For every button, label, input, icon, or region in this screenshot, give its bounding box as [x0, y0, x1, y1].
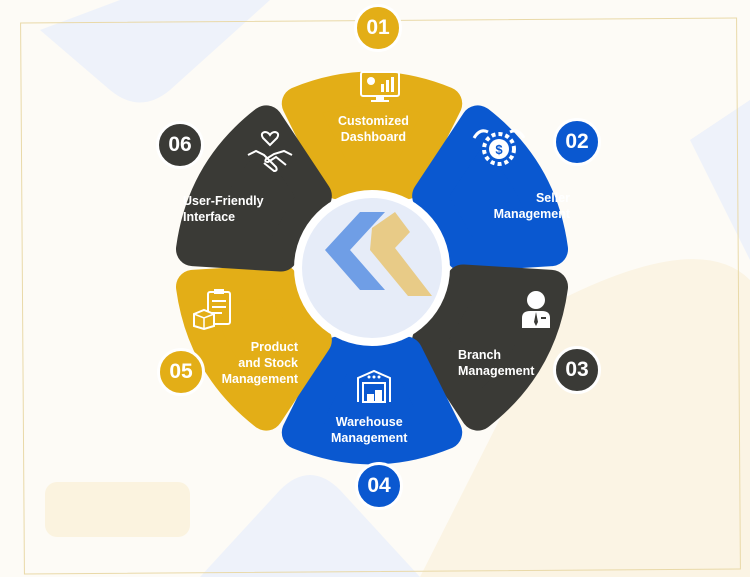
- svg-text:$: $: [495, 142, 503, 157]
- petal-01: [281, 71, 463, 200]
- dashboard-monitor-icon: [360, 71, 400, 102]
- warehouse-icon: [357, 369, 391, 403]
- petal-05: [175, 264, 332, 431]
- handshake-heart-icon: [247, 130, 293, 173]
- step-number-04: 04: [355, 462, 403, 510]
- step-number-03: 03: [553, 346, 601, 394]
- step-number-05: 05: [157, 348, 205, 396]
- step-number-01: 01: [354, 4, 402, 52]
- manager-person-icon: [522, 291, 550, 328]
- petal-06: [175, 105, 332, 272]
- clipboard-box-icon: [193, 289, 231, 330]
- petal-03: [412, 264, 569, 431]
- gear-dollar-icon: $: [472, 129, 526, 166]
- step-number-06: 06: [156, 121, 204, 169]
- logo-icon: [325, 212, 432, 296]
- step-number-02: 02: [553, 118, 601, 166]
